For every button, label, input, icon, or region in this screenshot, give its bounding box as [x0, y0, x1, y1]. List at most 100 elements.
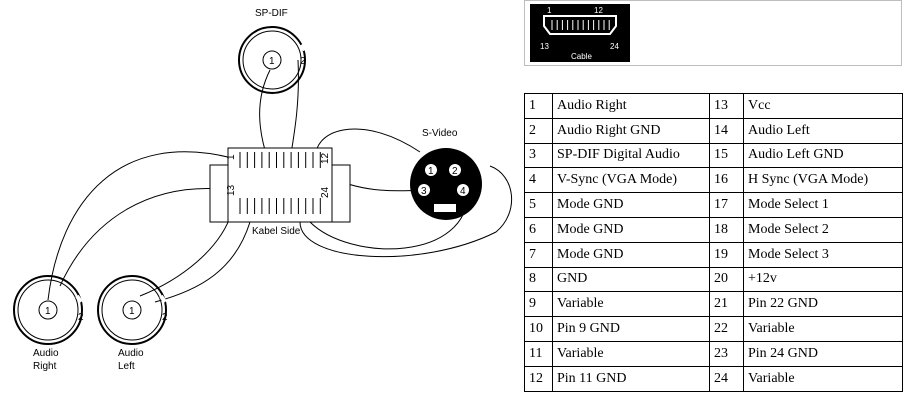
pin-function-cell: Pin 11 GND: [552, 365, 710, 392]
pin-number-cell: 5: [524, 192, 553, 218]
pin-function-cell: Audio Right GND: [552, 117, 710, 144]
pin-number-cell: 14: [709, 117, 744, 144]
connector-pin-13-label: 13: [226, 184, 237, 196]
cable-connector-panel: 1 12 13 24 Cable: [524, 0, 902, 66]
pin-function-cell: SP-DIF Digital Audio: [552, 142, 710, 169]
spdif-pin-1-label: 1: [269, 56, 275, 67]
pin-function-cell: Mode GND: [552, 192, 710, 218]
svideo-pin-2-label: 2: [452, 166, 458, 177]
pin-function-cell: Mode Select 1: [743, 192, 903, 218]
pin-number-cell: 24: [709, 365, 744, 392]
audio-right-pin-2-label: 2: [78, 312, 84, 323]
pin-number-cell: 15: [709, 142, 744, 169]
svideo-pin-1-label: 1: [428, 166, 434, 177]
pin-function-cell: Mode GND: [552, 241, 710, 268]
wire-audio-right-2: [59, 188, 233, 287]
audio-left-pin-1-label: 1: [129, 306, 135, 317]
svideo-label: S-Video: [422, 128, 458, 139]
svideo-connector: [410, 148, 482, 220]
pin-number-cell: 7: [524, 241, 553, 268]
pin-function-cell: Variable: [552, 340, 710, 367]
pin-number-cell: 13: [709, 93, 744, 119]
svideo-pin-3-label: 3: [421, 186, 427, 197]
pin-number-cell: 20: [709, 266, 744, 293]
cable-icon-label: Cable: [571, 52, 592, 61]
pin-function-cell: Variable: [743, 365, 903, 392]
cable-icon-pin-24: 24: [610, 42, 619, 51]
wire-svideo-4: [299, 165, 512, 258]
pin-number-cell: 10: [524, 316, 553, 342]
pin-number-cell: 4: [524, 167, 553, 194]
connector-pin-12-label: 12: [320, 152, 331, 164]
spdif-label: SP-DIF: [255, 8, 288, 19]
pin-number-cell: 8: [524, 266, 553, 293]
pin-function-cell: Audio Left: [743, 117, 903, 144]
pin-number-cell: 16: [709, 167, 744, 194]
pin-function-cell: Mode Select 2: [743, 216, 903, 243]
pin-function-cell: Mode GND: [552, 216, 710, 243]
audio-right-label-line-2: Right: [33, 361, 57, 372]
pin-number-cell: 3: [524, 142, 553, 169]
pin-function-cell: Vcc: [743, 93, 903, 119]
pin-function-cell: Audio Left GND: [743, 142, 903, 169]
wire-spdif-1: [259, 69, 271, 161]
pin-function-cell: Variable: [552, 291, 710, 318]
svideo-pin-4-label: 4: [460, 186, 466, 197]
pin-function-cell: Audio Right: [552, 93, 710, 119]
pin-number-cell: 12: [524, 365, 553, 392]
cable-icon-pin-1: 1: [547, 6, 552, 15]
pin-number-cell: 6: [524, 216, 553, 243]
kabel-side-label: Kabel Side: [252, 226, 301, 237]
spdif-rca-connector: [238, 26, 306, 94]
audio-right-label-line-1: Audio: [33, 348, 59, 359]
pin-function-cell: Pin 24 GND: [743, 340, 903, 367]
connector-pin-24-label: 24: [320, 186, 331, 198]
audio-left-label-line-1: Audio: [118, 348, 144, 359]
pin-function-cell: +12v: [743, 266, 903, 293]
cable-icon-pin-12: 12: [594, 6, 603, 15]
pin-number-cell: 18: [709, 216, 744, 243]
spdif-pin-2-label: 2: [300, 56, 306, 67]
audio-right-rca-connector: [13, 275, 83, 345]
wiring-diagram: SP-DIF 1 2 S-Video 1 2 3 4 Kabel Side 1 …: [13, 8, 512, 372]
audio-left-rca-connector: [97, 275, 167, 345]
connector-pin-1-label: 1: [226, 154, 237, 160]
audio-right-pin-1-label: 1: [45, 306, 51, 317]
pin-number-cell: 23: [709, 340, 744, 367]
wire-audio-left-1: [139, 211, 233, 297]
kabel-side-connector: [209, 147, 351, 223]
wire-audio-left-2: [154, 221, 251, 303]
pin-function-cell: Mode Select 3: [743, 241, 903, 268]
wire-audio-right-1: [47, 151, 233, 301]
audio-left-label-line-2: Left: [118, 361, 135, 372]
pin-function-cell: Pin 22 GND: [743, 291, 903, 318]
audio-left-pin-2-label: 2: [162, 312, 168, 323]
pin-function-cell: Pin 9 GND: [552, 316, 710, 342]
pin-number-cell: 22: [709, 316, 744, 342]
pin-number-cell: 2: [524, 117, 553, 144]
kabel-connector-pins: [239, 152, 321, 214]
pin-number-cell: 19: [709, 241, 744, 268]
pin-number-cell: 17: [709, 192, 744, 218]
pin-number-cell: 11: [524, 340, 553, 367]
pin-number-cell: 9: [524, 291, 553, 318]
cable-connector-icon: 1 12 13 24 Cable: [530, 4, 630, 62]
pin-number-cell: 1: [524, 93, 553, 119]
pin-number-cell: 21: [709, 291, 744, 318]
pin-function-cell: Variable: [743, 316, 903, 342]
pin-function-cell: GND: [552, 266, 710, 293]
pin-function-cell: H Sync (VGA Mode): [743, 167, 903, 194]
